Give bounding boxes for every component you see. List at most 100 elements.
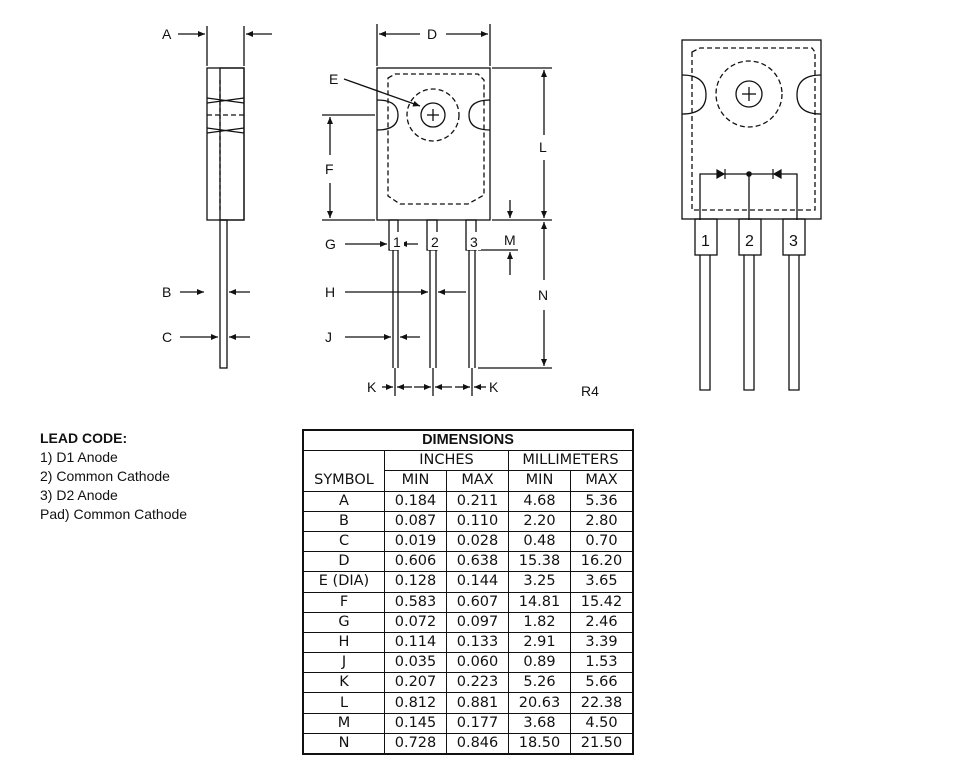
mm-max-cell: 16.20: [570, 551, 634, 573]
symbol-cell: L: [302, 692, 385, 714]
mm-max-cell: 1.53: [570, 652, 634, 674]
inches-max-cell: 0.060: [446, 652, 509, 674]
mm-min-cell: 0.89: [508, 652, 571, 674]
mm-min-cell: 3.68: [508, 712, 571, 734]
inches-max-cell: 0.223: [446, 672, 509, 694]
lead-code-item: Pad) Common Cathode: [40, 506, 188, 522]
mm-min-cell: 14.81: [508, 591, 571, 613]
symbol-cell: H: [302, 631, 385, 654]
inches-min-cell: 0.812: [384, 692, 447, 714]
inches-max-cell: 0.846: [446, 732, 509, 755]
symbol-cell: G: [302, 611, 385, 633]
inches-max-header: MAX: [446, 470, 509, 492]
front-view: [322, 24, 552, 396]
inches-min-cell: 0.207: [384, 672, 447, 694]
lead-code-title: LEAD CODE:: [40, 430, 128, 446]
front-pin-1-label: 1: [393, 234, 401, 250]
mm-max-cell: 0.70: [570, 530, 634, 553]
mm-max-cell: 21.50: [570, 732, 634, 755]
inches-min-cell: 0.145: [384, 712, 447, 734]
symbol-cell: J: [302, 652, 385, 674]
inches-max-cell: 0.177: [446, 712, 509, 734]
package-outline-drawing: A B C: [162, 24, 822, 399]
front-label-k-right: K: [489, 379, 499, 395]
inches-min-cell: 0.128: [384, 571, 447, 593]
symbol-cell: K: [302, 672, 385, 694]
mm-max-cell: 2.46: [570, 611, 634, 633]
dimensions-table: DIMENSIONS INCHES MILLIMETERS SYMBOL MIN…: [302, 429, 634, 755]
symbol-header: SYMBOL: [302, 470, 385, 492]
mm-min-cell: 3.25: [508, 571, 571, 593]
front-label-h: H: [325, 284, 335, 300]
symbol-cell: B: [302, 510, 385, 532]
mm-min-cell: 0.48: [508, 530, 571, 553]
inches-max-cell: 0.881: [446, 692, 509, 714]
front-label-m: M: [504, 232, 516, 248]
mm-max-cell: 5.66: [570, 672, 634, 694]
front-label-k-left: K: [367, 379, 377, 395]
inches-min-cell: 0.114: [384, 631, 447, 654]
back-view: [681, 39, 822, 391]
back-pin-3-label: 3: [789, 233, 798, 250]
front-label-f: F: [325, 161, 334, 177]
symbol-cell: E (DIA): [302, 571, 385, 593]
symbol-cell: N: [302, 732, 385, 755]
side-label-a: A: [162, 26, 172, 42]
inches-min-cell: 0.087: [384, 510, 447, 532]
front-label-g: G: [325, 236, 336, 252]
mm-min-cell: 1.82: [508, 611, 571, 633]
mm-min-cell: 5.26: [508, 672, 571, 694]
inches-max-cell: 0.133: [446, 631, 509, 654]
inches-max-cell: 0.110: [446, 510, 509, 532]
inches-min-cell: 0.583: [384, 591, 447, 613]
mm-max-cell: 22.38: [570, 692, 634, 714]
revision-label: R4: [581, 383, 599, 399]
inches-max-cell: 0.638: [446, 551, 509, 573]
mm-min-cell: 2.91: [508, 631, 571, 654]
inches-min-cell: 0.184: [384, 490, 447, 512]
inches-min-cell: 0.035: [384, 652, 447, 674]
front-label-d: D: [427, 26, 437, 42]
mm-max-header: MAX: [570, 470, 634, 492]
inches-max-cell: 0.144: [446, 571, 509, 593]
lead-code-legend: LEAD CODE: 1) D1 Anode 2) Common Cathode…: [40, 429, 187, 524]
back-pin-1-label: 1: [701, 233, 710, 250]
mm-min-header: MIN: [508, 470, 571, 492]
front-pin-2-label: 2: [431, 234, 439, 250]
symbol-cell: C: [302, 530, 385, 553]
mm-max-cell: 2.80: [570, 510, 634, 532]
mm-min-cell: 4.68: [508, 490, 571, 512]
mm-max-cell: 3.39: [570, 631, 634, 654]
mm-max-cell: 15.42: [570, 591, 634, 613]
inches-max-cell: 0.211: [446, 490, 509, 512]
mm-max-cell: 4.50: [570, 712, 634, 734]
diode-symbols: [716, 168, 782, 180]
inches-max-cell: 0.607: [446, 591, 509, 613]
symbol-cell: F: [302, 591, 385, 613]
side-label-b: B: [162, 284, 171, 300]
mm-min-cell: 20.63: [508, 692, 571, 714]
millimeters-header: MILLIMETERS: [508, 450, 634, 472]
front-label-e: E: [329, 71, 338, 87]
symbol-cell: M: [302, 712, 385, 734]
lead-code-item: 2) Common Cathode: [40, 468, 170, 484]
front-pin-3-label: 3: [470, 234, 478, 250]
symbol-cell: D: [302, 551, 385, 573]
symbol-header-spacer: [302, 450, 385, 471]
inches-header: INCHES: [384, 450, 509, 472]
table-title: DIMENSIONS: [302, 429, 634, 452]
mm-min-cell: 2.20: [508, 510, 571, 532]
mm-min-cell: 18.50: [508, 732, 571, 755]
back-pin-2-label: 2: [745, 233, 754, 250]
inches-min-header: MIN: [384, 470, 447, 492]
inches-min-cell: 0.072: [384, 611, 447, 633]
